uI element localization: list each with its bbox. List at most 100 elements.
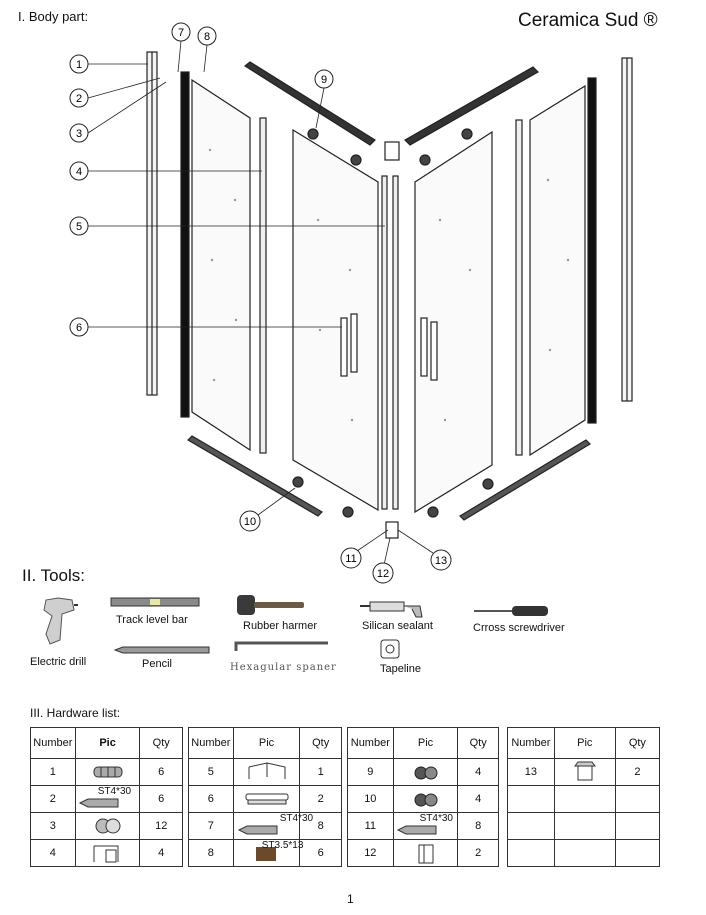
table-cell xyxy=(614,785,661,813)
svg-text:4: 4 xyxy=(76,166,82,178)
table-cell xyxy=(507,785,555,813)
header-pic: Pic xyxy=(74,727,141,759)
screw-cap-icon xyxy=(95,818,121,834)
top-right-rail xyxy=(404,66,539,146)
screw-icon xyxy=(78,798,119,808)
svg-text:9: 9 xyxy=(321,74,327,86)
tool-label-screwdriver: Crross screwdriver xyxy=(473,622,565,634)
table-cell: 6 xyxy=(188,785,234,813)
section-tools-heading: II. Tools: xyxy=(22,566,85,585)
svg-text:6: 6 xyxy=(76,322,82,334)
header-number: Number xyxy=(30,727,76,759)
table-row: 13 2 xyxy=(507,758,661,786)
short-screw-icon xyxy=(255,847,276,861)
svg-text:3: 3 xyxy=(76,128,82,140)
hex-key-icon xyxy=(232,639,332,660)
callout-5: 5 xyxy=(69,216,89,236)
table-cell: 2 xyxy=(30,785,76,813)
svg-text:12: 12 xyxy=(377,568,389,580)
bottom-guide-icon xyxy=(418,844,434,864)
svg-text:13: 13 xyxy=(435,555,447,567)
handle-icon xyxy=(245,793,289,805)
table-cell: 3 xyxy=(30,812,76,840)
top-roller-icon xyxy=(414,766,438,780)
center-profile-left xyxy=(381,175,388,510)
drill-icon xyxy=(38,596,78,653)
table-cell xyxy=(553,758,616,786)
table-cell xyxy=(614,839,661,867)
table-cell xyxy=(507,839,555,867)
bottom-roller-icon xyxy=(414,793,438,807)
table-row xyxy=(507,839,661,867)
callout-4: 4 xyxy=(69,161,89,181)
corner-connector-icon xyxy=(248,762,286,779)
hammer-icon xyxy=(234,592,306,623)
left-sliding-door xyxy=(292,128,379,512)
table-header-cell: Pic xyxy=(232,727,301,759)
table-cell: 12 xyxy=(139,812,183,840)
tool-label-sealant: Silican sealant xyxy=(362,620,433,632)
table-cell: 4 xyxy=(457,785,499,813)
svg-text:10: 10 xyxy=(244,516,256,528)
level-bar-icon xyxy=(110,595,200,614)
right-door-handle xyxy=(420,317,428,377)
table-cell: ST4*30 xyxy=(392,812,459,840)
callout-11: 11 xyxy=(340,547,362,569)
top-corner-connector xyxy=(384,141,400,161)
top-roller xyxy=(307,128,319,140)
table-row xyxy=(507,785,661,813)
tool-label-level-bar: Track level bar xyxy=(116,614,188,626)
table-cell: 6 xyxy=(139,758,183,786)
table-cell xyxy=(553,785,616,813)
table-cell: 1 xyxy=(30,758,76,786)
table-cell: 2 xyxy=(614,758,661,786)
table-cell xyxy=(74,812,141,840)
callout-3: 3 xyxy=(69,123,89,143)
exploded-assembly-diagram: 1 2 3 4 5 6 7 8 9 10 11 12 13 xyxy=(69,22,633,584)
tool-label-pencil: Pencil xyxy=(142,658,172,670)
left-joint-profile xyxy=(259,117,267,454)
callout-6: 6 xyxy=(69,317,89,337)
center-profile-right xyxy=(392,175,399,510)
right-fixed-glass xyxy=(529,84,586,457)
bracket-icon xyxy=(93,845,119,863)
right-fixed-frame xyxy=(587,77,597,424)
table-cell: 13 xyxy=(507,758,555,786)
table-header-cell: Number xyxy=(507,727,555,759)
top-left-rail xyxy=(243,61,376,146)
table-cell: 1 xyxy=(299,758,342,786)
table-header-cell: Number xyxy=(347,727,394,759)
screw-icon xyxy=(396,825,437,835)
svg-text:5: 5 xyxy=(76,221,82,233)
callout-2: 2 xyxy=(69,88,89,108)
header-qty: Qty xyxy=(139,727,183,759)
table-cell: 12 xyxy=(347,839,394,867)
bottom-right-rail xyxy=(459,439,591,521)
table-cell xyxy=(392,839,459,867)
table-cell: 2 xyxy=(457,839,499,867)
table-cell: 6 xyxy=(139,785,183,813)
table-row: 3 12 xyxy=(30,812,183,840)
table-cell xyxy=(74,839,141,867)
left-fixed-glass xyxy=(191,78,251,452)
table-cell: 7 xyxy=(188,812,234,840)
tool-label-drill: Electric drill xyxy=(30,656,87,668)
table-cell: 10 xyxy=(347,785,394,813)
section-hardware-heading: III. Hardware list: xyxy=(30,706,121,720)
table-cell: 6 xyxy=(299,839,342,867)
callout-9: 9 xyxy=(314,69,334,89)
tool-label-tapeline: Tapeline xyxy=(380,663,421,675)
table-row: 10 4 xyxy=(347,785,499,813)
callout-12: 12 xyxy=(372,562,394,584)
section-body-part-heading: I. Body part: xyxy=(18,9,89,24)
table-cell: 8 xyxy=(188,839,234,867)
table-cell: ST4*30 xyxy=(74,785,141,813)
right-sliding-door xyxy=(414,130,493,514)
